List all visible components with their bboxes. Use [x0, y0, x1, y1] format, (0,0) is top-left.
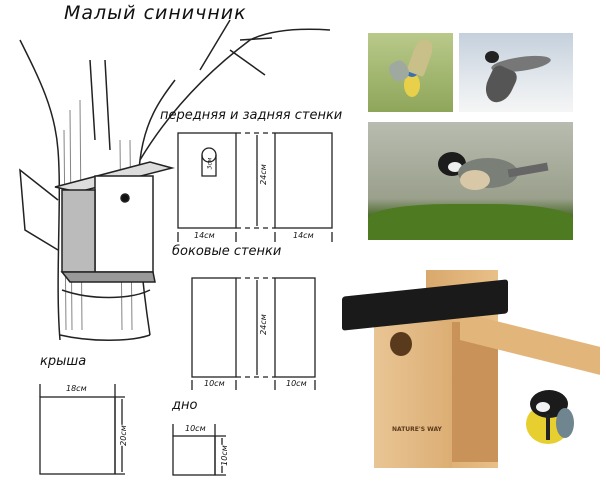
roof-width: 18см	[66, 384, 87, 393]
sketch-birdhouse	[54, 161, 175, 283]
great-tit	[520, 390, 578, 452]
roof-panel	[39, 396, 116, 475]
bottom-width: 10см	[185, 424, 206, 433]
side-right-width: 10см	[286, 379, 307, 388]
front-back-label: передняя и задняя стенки	[160, 108, 343, 123]
photo-wooden-birdhouse: NATURE'S WAY	[340, 268, 605, 473]
drawing-title: Малый синичник	[64, 2, 247, 24]
bottom-height: 10см	[219, 445, 229, 466]
bottom-panel	[172, 435, 216, 476]
back-width: 14см	[293, 231, 314, 240]
front-wall	[177, 132, 237, 229]
side-wall-right	[274, 277, 316, 378]
back-wall	[274, 132, 333, 229]
tree-sketch	[19, 19, 331, 341]
side-height: 24см	[258, 312, 268, 337]
photo-coal-tit	[368, 122, 573, 240]
roof-label: крыша	[40, 354, 87, 369]
bottom-label: дно	[172, 398, 198, 413]
front-width: 14см	[194, 231, 215, 240]
side-left-width: 10см	[204, 379, 225, 388]
hole-size: 3см	[206, 157, 214, 170]
sides-label: боковые стенки	[172, 244, 282, 259]
front-height: 24см	[258, 162, 268, 187]
roof-height: 20см	[118, 425, 128, 446]
brand-logo: NATURE'S WAY	[392, 426, 442, 433]
side-wall-left	[191, 277, 237, 378]
photo-blue-tit-flying	[368, 33, 453, 112]
photo-tit-landing	[459, 33, 573, 112]
